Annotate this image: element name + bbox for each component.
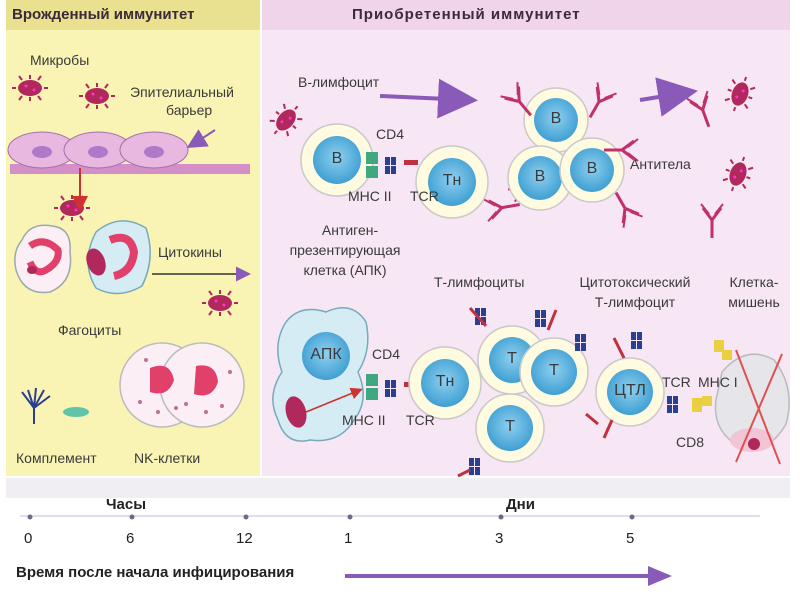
days-label: Дни: [506, 496, 535, 513]
b-cell-icon: [300, 123, 374, 197]
timeline-band-icon: [6, 478, 790, 498]
complement-label: Комплемент: [16, 450, 97, 466]
tick-label: 3: [495, 530, 504, 547]
tick-label: 1: [344, 530, 353, 547]
nk-cells-label: NK-клетки: [134, 450, 201, 466]
tick-label: 6: [126, 530, 135, 547]
tcr-label: TCR: [662, 374, 691, 390]
cytokines-label: Цитокины: [158, 244, 222, 260]
timeline-axis-icon: [20, 514, 760, 586]
t-cell-cluster-icon: [457, 307, 599, 478]
th-cell-letter: Тн: [442, 172, 462, 189]
t-cell-letter: Т: [505, 418, 515, 435]
helper-t-cell-icon: [408, 346, 482, 420]
microbe-icon: [201, 289, 239, 317]
b-cell-cluster-icon: [507, 87, 625, 211]
tick-label: 12: [236, 530, 253, 547]
time-axis-caption: Время после начала инфицирования: [16, 564, 295, 581]
target-cell-icon: [714, 340, 790, 465]
b-lymphocyte-label: В-лимфоцит: [298, 74, 380, 90]
microbe-icon: [78, 82, 116, 110]
cd8-label: CD8: [676, 434, 705, 450]
antibodies-label: Антитела: [630, 156, 691, 172]
adaptive-immunity-header: Приобретенный иммунитет: [262, 0, 790, 30]
mhc2-label: МНС II: [348, 188, 392, 204]
hours-label: Часы: [106, 496, 147, 513]
tcr-label: TCR: [406, 412, 435, 428]
b-cell-letter: В: [586, 160, 598, 177]
apc-label-line3: клетка (АПК): [303, 262, 387, 278]
phagocyte-icon: [14, 220, 251, 295]
epithelial-barrier-icon: [7, 129, 250, 212]
phagocytes-label: Фагоциты: [58, 322, 122, 338]
cytotoxic-t-label-line2: Т-лимфоцит: [594, 294, 676, 310]
microbe-icon: [718, 151, 758, 197]
apc-cell-letter: АПК: [310, 346, 342, 363]
cytotoxic-t-label-line1: Цитотоксический: [579, 274, 691, 290]
t-lymphocytes-label: Т-лимфоциты: [434, 274, 525, 290]
tcr-label: TCR: [410, 188, 439, 204]
tick-label: 5: [626, 530, 635, 547]
b-cell-letter: В: [331, 150, 343, 167]
antibody-icon: [685, 89, 721, 133]
microbe-icon: [720, 71, 760, 117]
target-cell-label-line1: Клетка-: [729, 274, 779, 290]
epithelial-barrier-label-line2: барьер: [166, 102, 213, 118]
t-cell-letter: Т: [507, 350, 517, 367]
tick-label: 0: [24, 530, 33, 547]
ctl-cell-letter: ЦТЛ: [614, 382, 646, 399]
t-cell-letter: Т: [549, 362, 559, 379]
b-cell-letter: В: [550, 110, 562, 127]
b-cell-letter: В: [534, 168, 546, 185]
apc-label-line1: Антиген-: [321, 222, 379, 238]
cytotoxic-t-cell-icon: [595, 332, 712, 439]
cd4-label: CD4: [376, 126, 405, 142]
complement-icon: [21, 387, 89, 424]
cd4-label: CD4: [372, 346, 401, 362]
mhc1-label: МНС I: [698, 374, 738, 390]
target-cell-label-line2: мишень: [728, 294, 780, 310]
microbes-label: Микробы: [30, 52, 90, 68]
apc-cell-icon: [272, 307, 369, 442]
innate-immunity-header: Врожденный иммунитет: [6, 0, 260, 30]
microbe-icon: [53, 194, 91, 222]
antibody-icon: [699, 202, 725, 240]
epithelial-barrier-label-line1: Эпителиальный: [130, 84, 234, 100]
mhc-tcr-complex-icon: [366, 152, 418, 178]
helper-t-cell-icon: [415, 145, 489, 219]
apc-label-line2: презентирующая: [289, 242, 401, 258]
microbe-icon: [263, 96, 309, 144]
mhc2-label: МНС II: [342, 412, 386, 428]
nk-cell-icon: [119, 342, 245, 428]
microbe-icon: [11, 74, 49, 102]
th-cell-letter: Тн: [435, 373, 455, 390]
